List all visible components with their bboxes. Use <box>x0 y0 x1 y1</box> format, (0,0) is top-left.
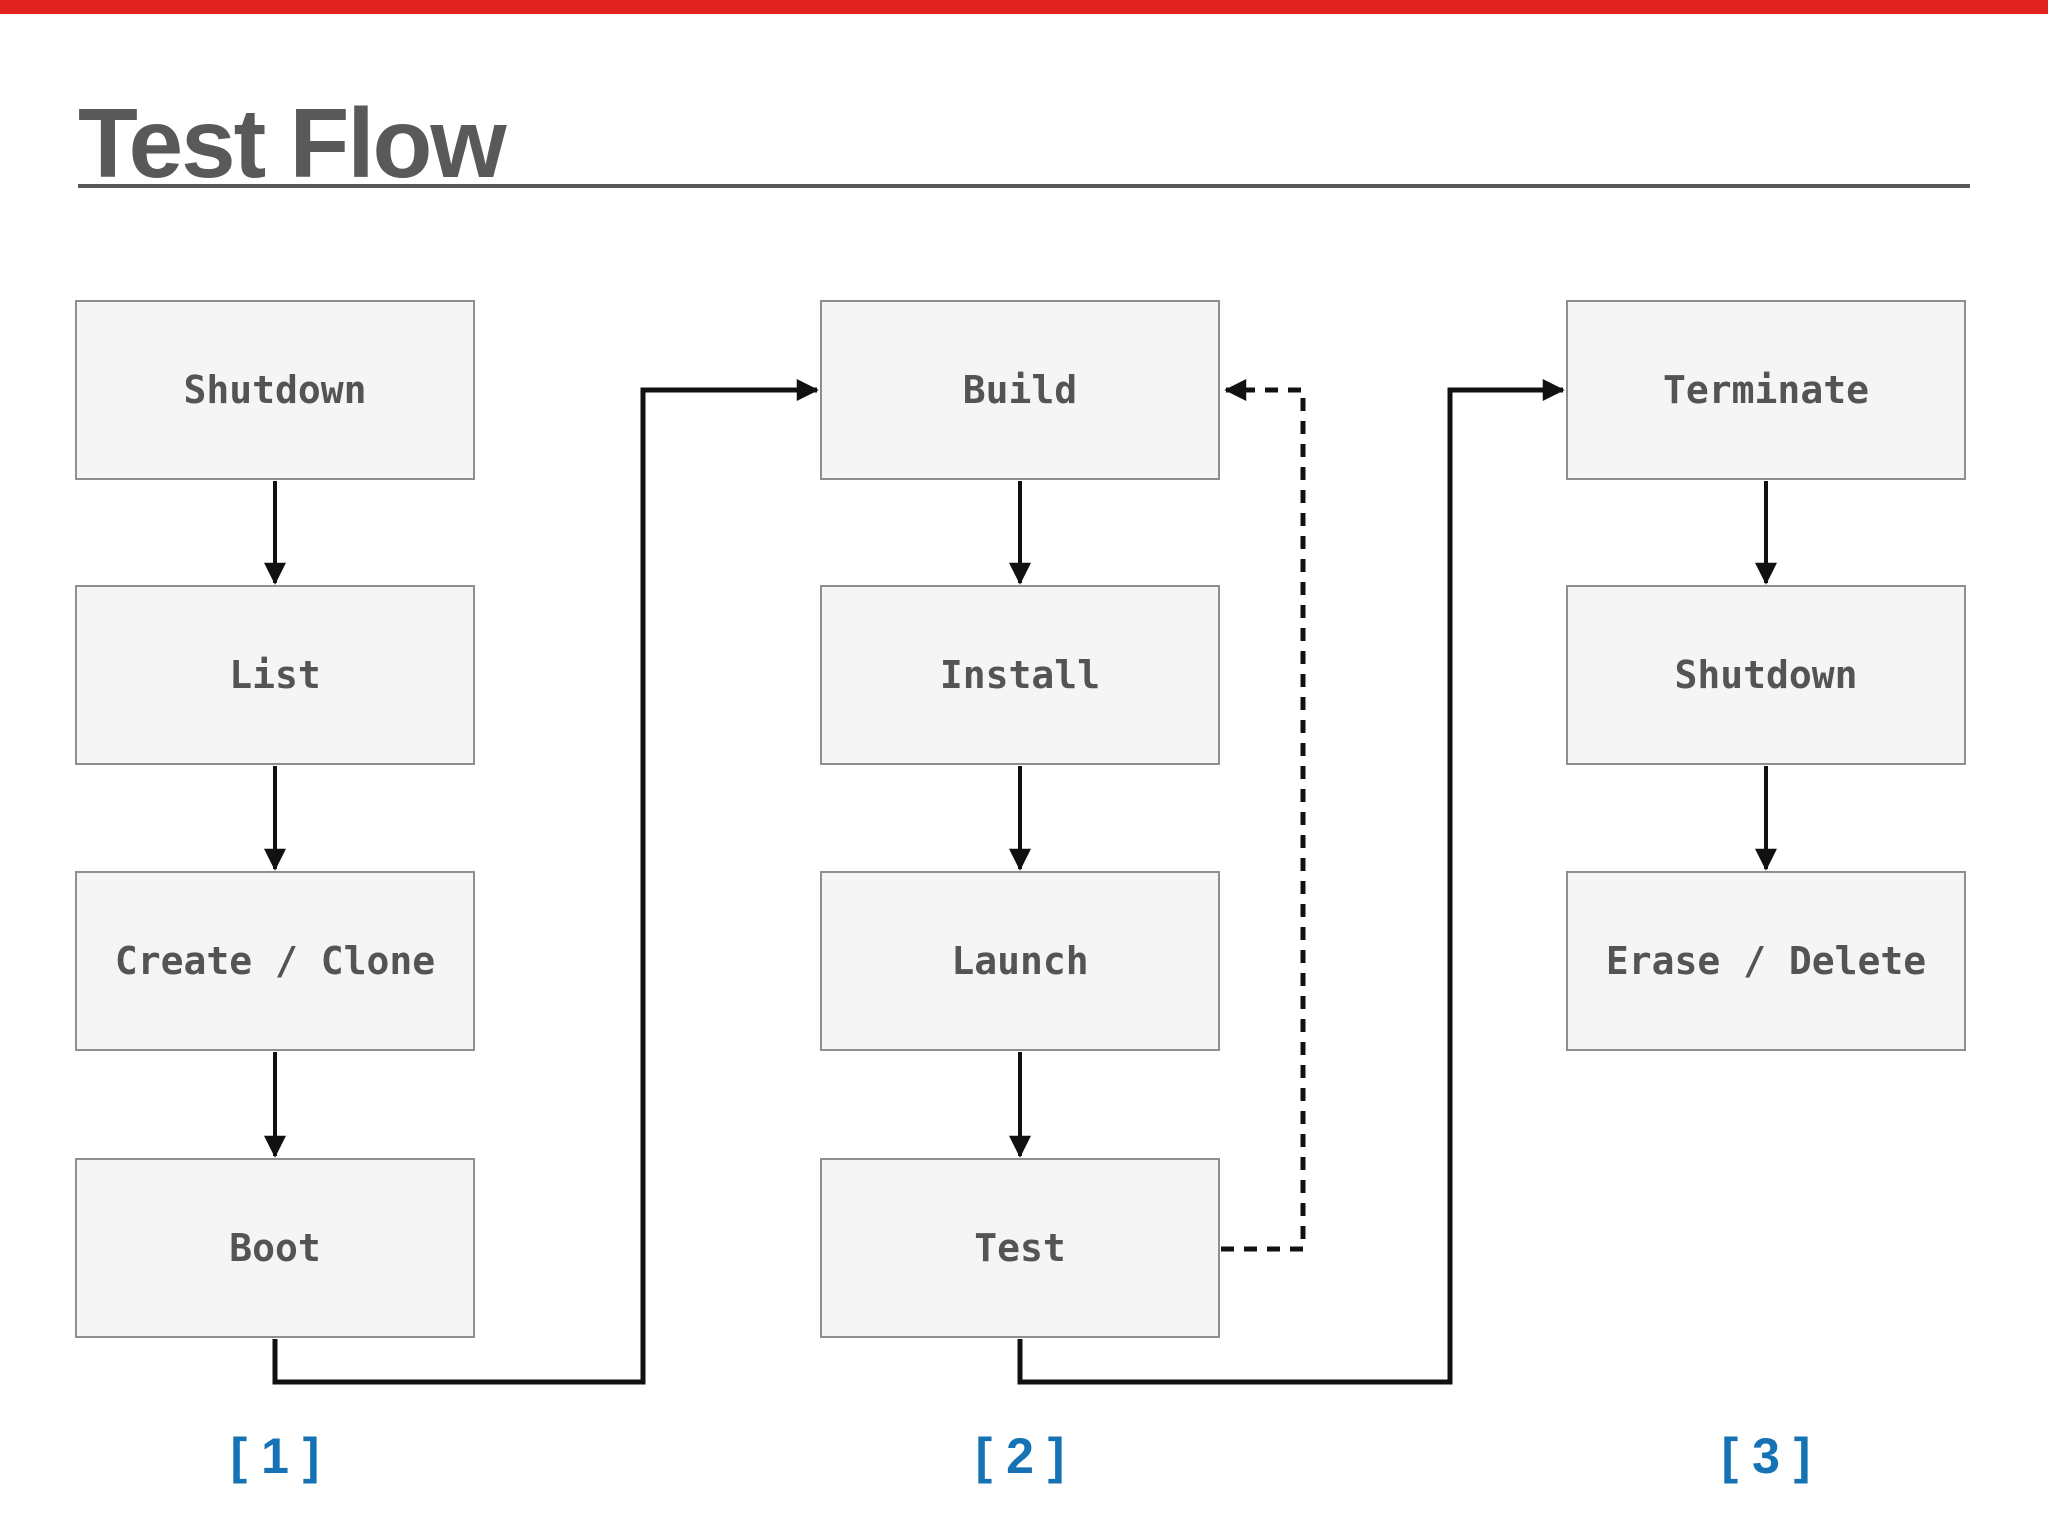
column-label-3: [ 3 ] <box>1721 1428 1811 1484</box>
page-title: Test Flow <box>78 88 507 198</box>
node-shutdown-2: Shutdown <box>1566 585 1966 765</box>
top-accent-bar <box>0 0 2048 14</box>
connector-test-to-terminate <box>1017 379 1565 1385</box>
connector-test-to-build-dashed <box>1221 379 1306 1252</box>
connector-boot-to-build <box>272 379 819 1385</box>
node-erase-delete: Erase / Delete <box>1566 871 1966 1051</box>
node-boot: Boot <box>75 1158 475 1338</box>
node-create-clone: Create / Clone <box>75 871 475 1051</box>
node-test: Test <box>820 1158 1220 1338</box>
node-list: List <box>75 585 475 765</box>
title-underline <box>78 184 1970 188</box>
node-build: Build <box>820 300 1220 480</box>
node-terminate: Terminate <box>1566 300 1966 480</box>
node-launch: Launch <box>820 871 1220 1051</box>
column-label-2: [ 2 ] <box>975 1428 1065 1484</box>
node-install: Install <box>820 585 1220 765</box>
node-shutdown-1: Shutdown <box>75 300 475 480</box>
column-label-1: [ 1 ] <box>230 1428 320 1484</box>
